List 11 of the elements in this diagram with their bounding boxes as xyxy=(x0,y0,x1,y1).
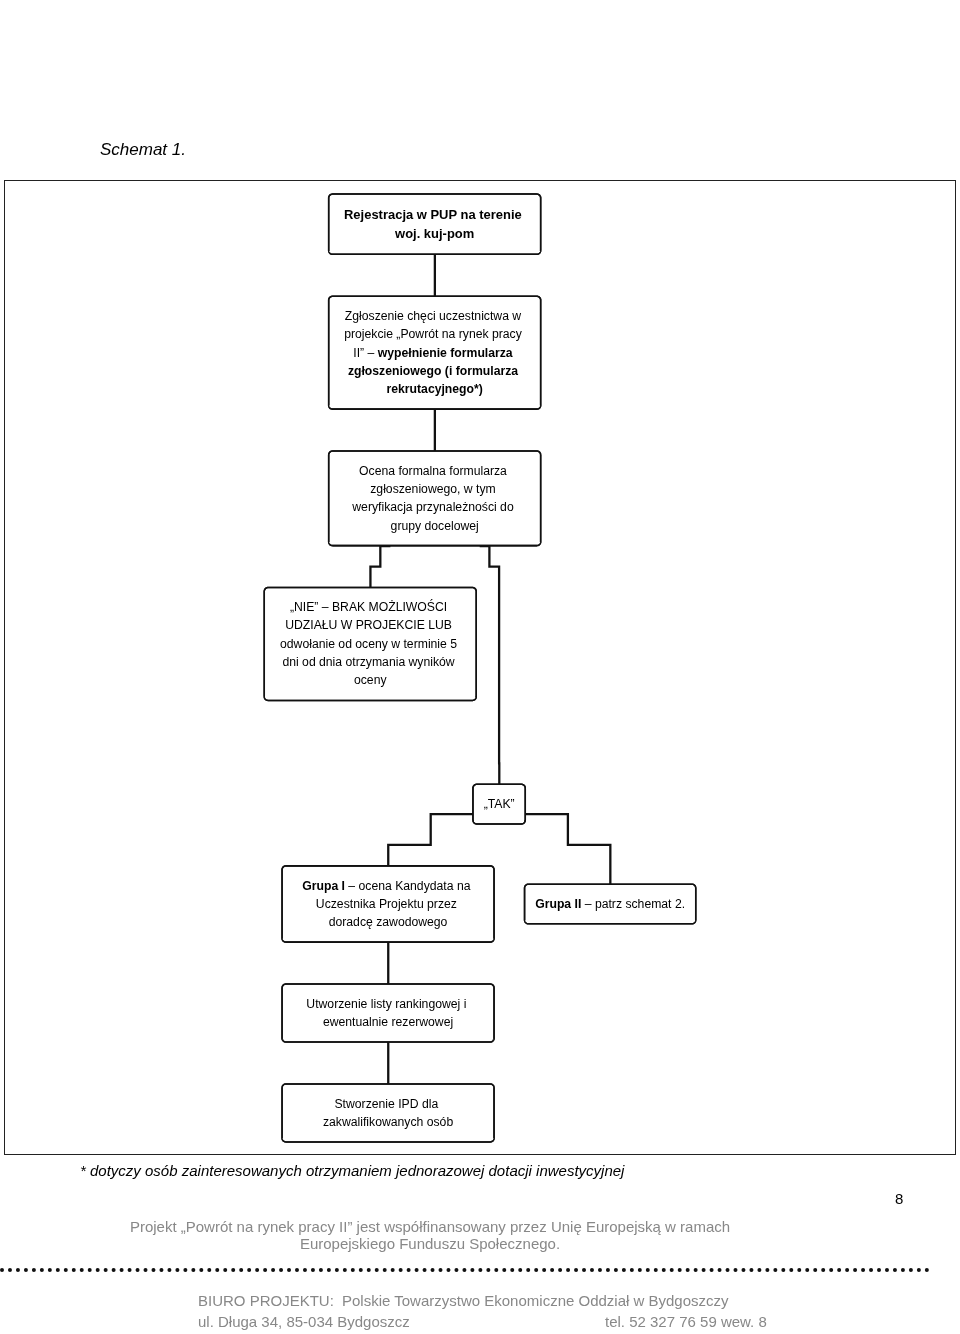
footer-text: ul. Długa 34, 85-034 Bydgoszcz xyxy=(198,1313,410,1330)
footnote-text: * dotyczy osób zainteresowanych otrzymaniem jednorazowej dotacji inwestycyjnej xyxy=(80,1162,625,1179)
footer-text: tel. 52 327 76 59 wew. 8 xyxy=(605,1313,767,1330)
footer-text: Polskie Towarzystwo Ekonomiczne Oddział w Bydgoszczy xyxy=(342,1292,729,1309)
connector xyxy=(369,544,391,589)
page-number: 8 xyxy=(895,1190,904,1207)
footer-text: BIURO PROJEKTU: xyxy=(198,1292,334,1309)
diagram-frame: Rejestracja w PUP na terenie woj. kuj-pom Zgłoszenie chęci uczestnictwa w projekcie „Powrót na rynek pracy II” – wypełnienie formularza zgłoszeniowego (i formularza rekrutacyjnego*) Ocena formalna formularza zgłoszeniowego, w tym weryfikacja przynależności do grupy docelowej „NIE” – BRAK MOŻLIWOŚCI UDZIAŁU W PROJEKCIE LUB odwołanie od oceny w terminie 5 dni od dnia otrzymania wyników oceny „TAK” Grupa I – ocena Kandydata na Uczestnika Projektu przez doradcę zawodowego Grupa II – patrz schemat 2. Utworzenie listy rankingowej i ewentualnie rezerwowej Stworzenie IPD dla zakwalifikowanych osób xyxy=(4,180,956,1155)
diagram-title: Schemat 1. xyxy=(100,140,186,160)
footer-text: Projekt „Powrót na rynek pracy II” jest współfinansowany przez Unię Europejską w ramach Europejskiego Funduszu Społecznego. xyxy=(128,1218,732,1252)
connector xyxy=(387,1040,390,1085)
